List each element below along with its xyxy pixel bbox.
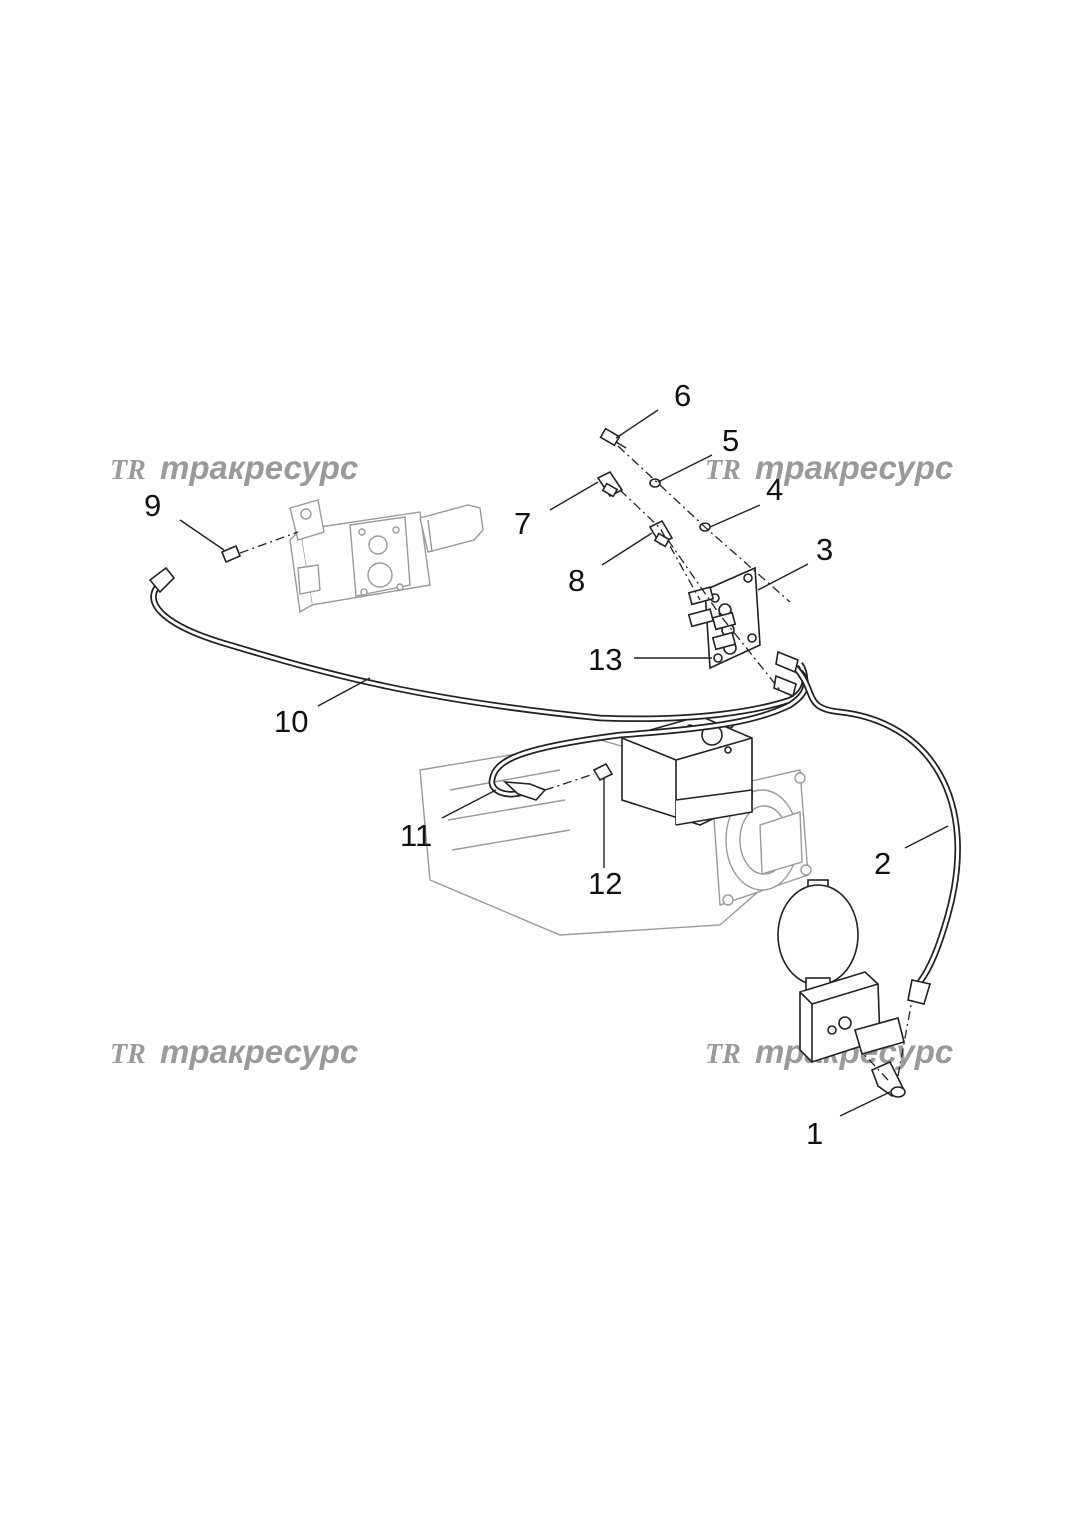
assembly-lines [239, 445, 913, 1081]
elbow-fitting-1 [870, 1060, 906, 1098]
callout-10: 10 [274, 704, 308, 739]
leader-lines [179, 409, 949, 1117]
adapter-8 [648, 519, 674, 548]
hose-end-fittings [148, 566, 932, 1005]
callout-1: 1 [806, 1116, 823, 1151]
watermark-top-left: TR тракресурс [110, 449, 358, 486]
callout-8: 8 [568, 563, 585, 598]
motor-valve-block [621, 715, 753, 826]
watermark-top-right: TR тракресурс [705, 449, 953, 486]
watermark-bottom-left: TR тракресурс [110, 1033, 358, 1070]
adapter-7 [596, 470, 624, 498]
callouts: 1 2 3 4 5 6 7 8 9 10 11 12 13 [144, 378, 891, 1151]
fitting-9 [220, 544, 242, 564]
callout-2: 2 [874, 846, 891, 881]
watermark-logo-icon: TR [705, 455, 741, 486]
hose-10 [150, 579, 808, 723]
callout-12: 12 [588, 866, 622, 901]
watermark-text: тракресурс [160, 1033, 358, 1070]
callout-5: 5 [722, 423, 739, 458]
callout-6: 6 [674, 378, 691, 413]
callout-3: 3 [816, 532, 833, 567]
callout-7: 7 [514, 506, 531, 541]
watermark-text: тракресурс [160, 449, 358, 486]
callout-4: 4 [766, 472, 783, 507]
bolt-6 [599, 427, 627, 449]
watermark-text: тракресурс [755, 449, 953, 486]
control-valve-drawing [289, 499, 484, 614]
watermark-logo-icon: TR [110, 1039, 146, 1070]
watermark-logo-icon: TR [110, 455, 146, 486]
bulkhead-fittings [687, 586, 737, 651]
washer-5 [649, 478, 661, 488]
accumulator-valve-block [799, 971, 905, 1063]
callout-9: 9 [144, 488, 161, 523]
watermark-logo-icon: TR [705, 1039, 741, 1070]
hose-2 [787, 659, 961, 984]
callout-13: 13 [588, 642, 622, 677]
fitting-12 [592, 762, 614, 782]
callout-11: 11 [400, 818, 432, 853]
hose-11 [488, 669, 809, 798]
